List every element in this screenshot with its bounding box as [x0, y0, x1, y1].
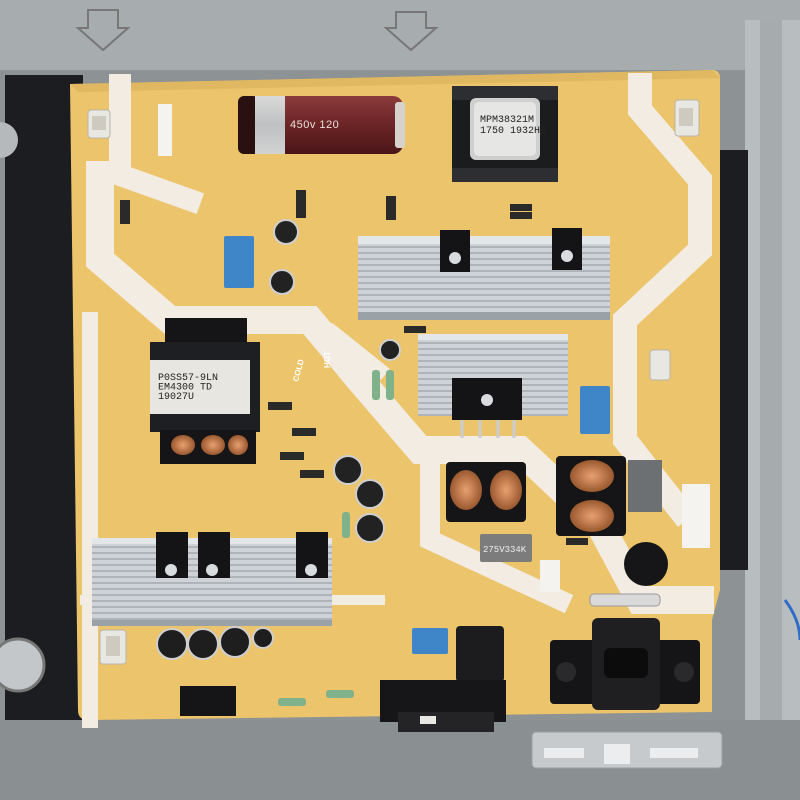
white-labels: [158, 104, 710, 592]
emi-chokes: [446, 456, 626, 536]
chassis-screw-top-left: [0, 122, 18, 158]
main-transformer: [452, 86, 558, 182]
bulk-capacitor-marking: 450v 120: [290, 119, 339, 131]
pcb-edge-shadow: [70, 70, 720, 92]
heatsink-top-transistors: [440, 228, 582, 272]
black-insulator-right: [718, 150, 748, 570]
bulk-capacitor: [238, 96, 405, 154]
heatsink-bottom-left: [92, 532, 332, 626]
arrow-mark-left: [75, 9, 131, 52]
silkscreen-isolation-lines: [80, 73, 714, 728]
ntc-thermistor: [624, 542, 668, 586]
gray-inductor: [628, 460, 662, 512]
arrow-mark-center: [383, 11, 439, 52]
fuse: [589, 593, 661, 607]
small-electrolytic-capacitors: [156, 219, 401, 660]
blue-film-capacitors: [224, 236, 610, 654]
pcb-label-hot: HOT: [323, 351, 332, 368]
x2-film-capacitor-marking: 275V334K: [483, 545, 527, 555]
signal-connector: [180, 686, 236, 716]
chassis-rail: [760, 20, 782, 800]
ac-inlet: [550, 618, 700, 710]
output-inductor: [456, 626, 504, 682]
chassis-screw-left: [0, 637, 46, 693]
x2-film-capacitor: [480, 534, 532, 562]
output-connector: [380, 680, 506, 732]
plastic-clip: [531, 731, 723, 769]
standby-transformer: [150, 318, 260, 464]
green-resistors: [278, 370, 394, 706]
mounting-holes: [87, 99, 700, 665]
heatsink-middle: [418, 334, 568, 438]
black-insulator-left: [5, 75, 83, 725]
resistors-and-diodes: [120, 190, 588, 545]
